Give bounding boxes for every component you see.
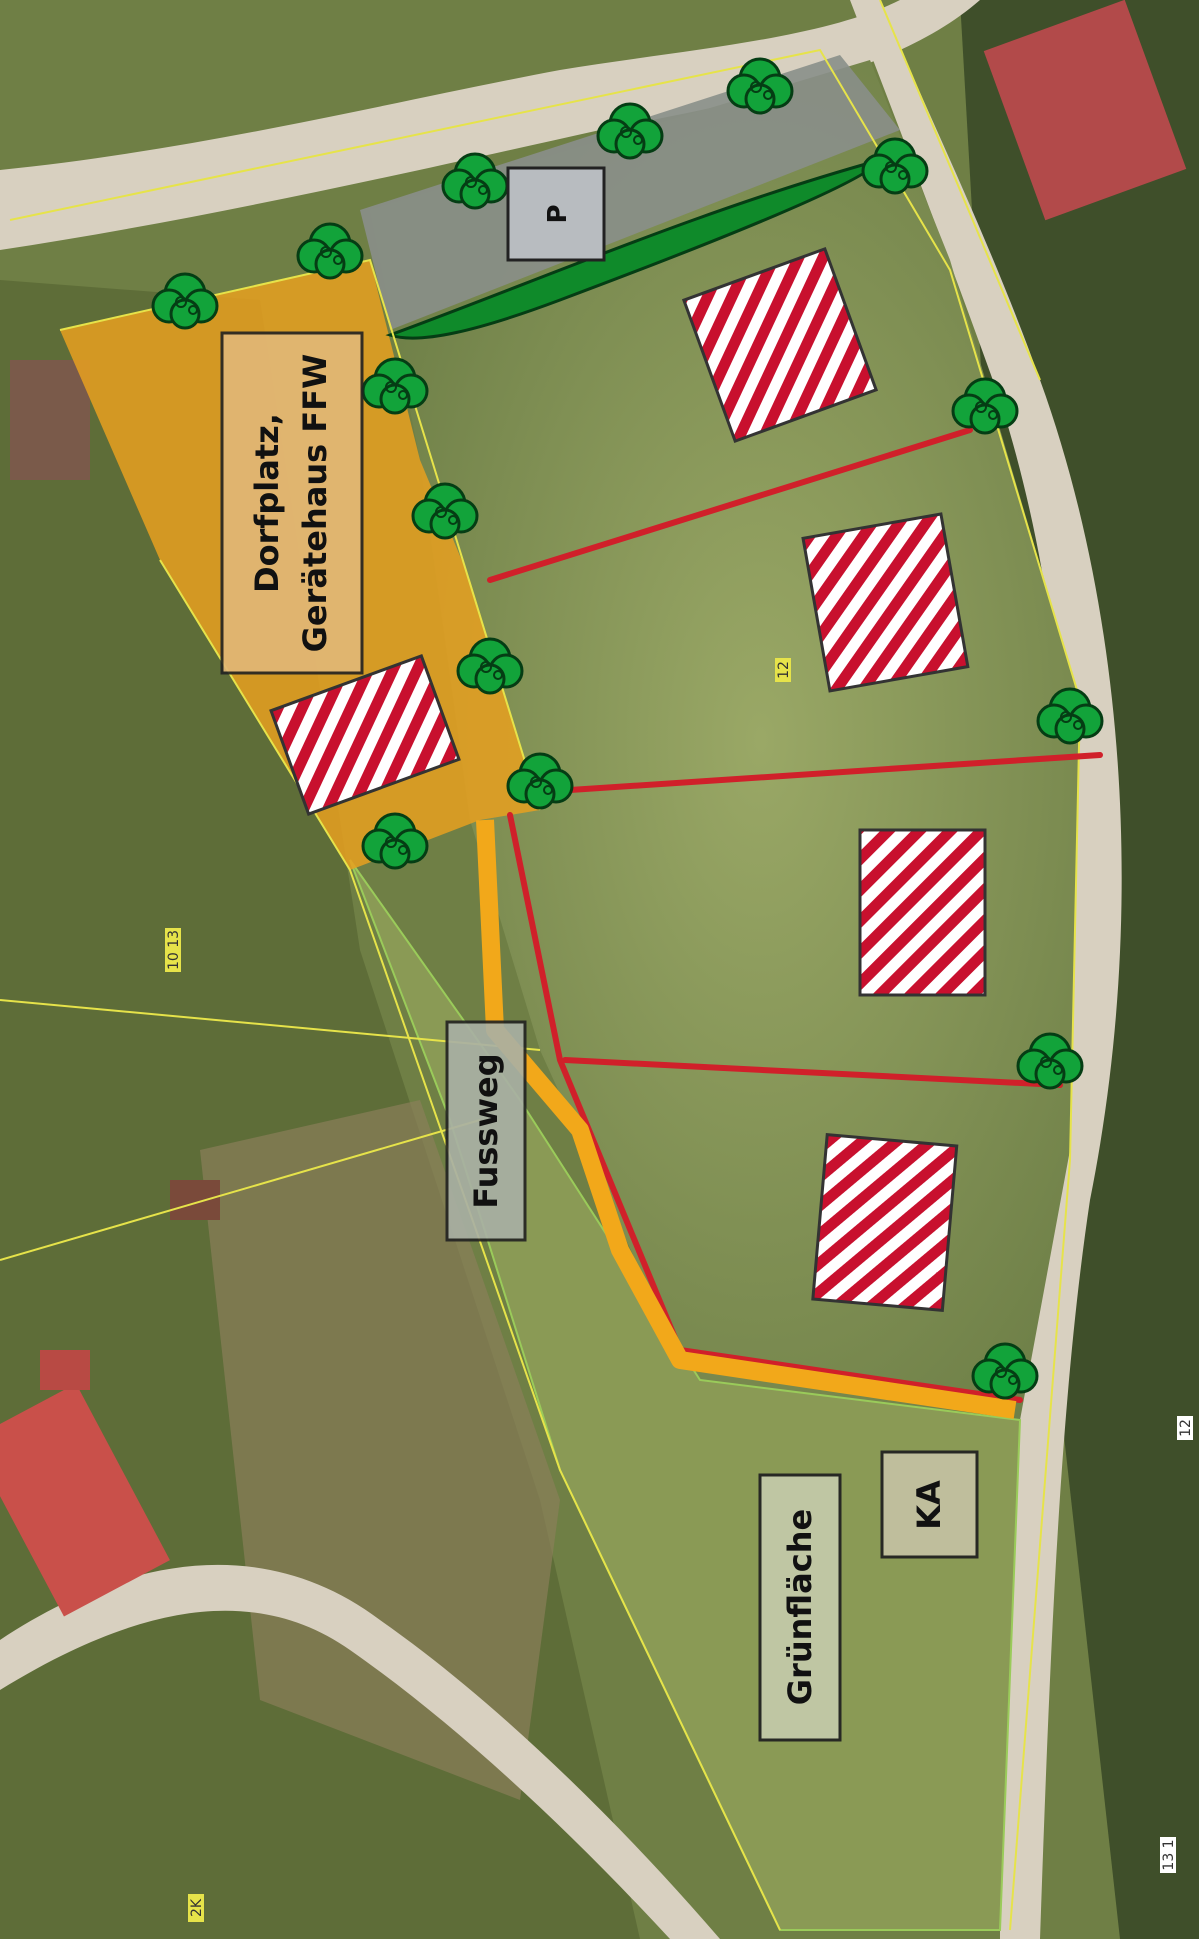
svg-text:2K: 2K (189, 1898, 205, 1917)
parcel-numbers: 12 10 13 12 13 1 2K (165, 658, 1194, 1922)
planned-building-1 (269, 654, 461, 816)
parcel-number-12-road: 12 (1177, 1416, 1194, 1440)
rocky-area (200, 1100, 560, 1800)
svg-text:13 1: 13 1 (1161, 1839, 1177, 1870)
svg-text:12: 12 (1178, 1419, 1194, 1437)
svg-text:12: 12 (776, 661, 792, 679)
label-parking: P (506, 166, 606, 262)
road-top (0, 0, 980, 250)
green-area-label: Grünfläche (781, 1509, 819, 1705)
svg-text:10 13: 10 13 (166, 930, 182, 970)
label-village-square: Dorfplatz, Gerätehaus FFW (220, 331, 364, 675)
planned-buildings (269, 246, 987, 1312)
village-square-label-line2: Gerätehaus FFW (296, 354, 334, 653)
existing-building-top-right (983, 0, 1187, 221)
parking-area (360, 55, 900, 330)
parcel-number-2k: 2K (188, 1894, 205, 1922)
road-right (850, 0, 1122, 1939)
label-green-area: Grünfläche (758, 1473, 842, 1742)
parcel-number-10-13: 10 13 (165, 928, 182, 972)
planned-building-5 (811, 1133, 959, 1312)
village-square-label-line1: Dorfplatz, (248, 413, 286, 593)
planned-building-4 (858, 828, 987, 997)
existing-building-bottom-left (0, 1383, 170, 1617)
parcel-number-13: 13 1 (1160, 1837, 1177, 1873)
parcel-number-12: 12 (775, 658, 792, 682)
label-ka: KA (880, 1450, 979, 1559)
existing-shed (40, 1350, 90, 1390)
planned-building-3 (801, 512, 970, 693)
hedge (385, 157, 883, 340)
footpath-label: Fussweg (467, 1053, 505, 1208)
parking-label: P (543, 204, 573, 223)
label-footpath: Fussweg (445, 1020, 527, 1242)
ka-label: KA (910, 1480, 948, 1530)
planned-building-2 (681, 246, 879, 444)
plot-lines (487, 427, 1103, 1403)
footpath-line (476, 819, 1017, 1419)
existing-hut (170, 1180, 220, 1220)
existing-building-left (10, 360, 90, 480)
